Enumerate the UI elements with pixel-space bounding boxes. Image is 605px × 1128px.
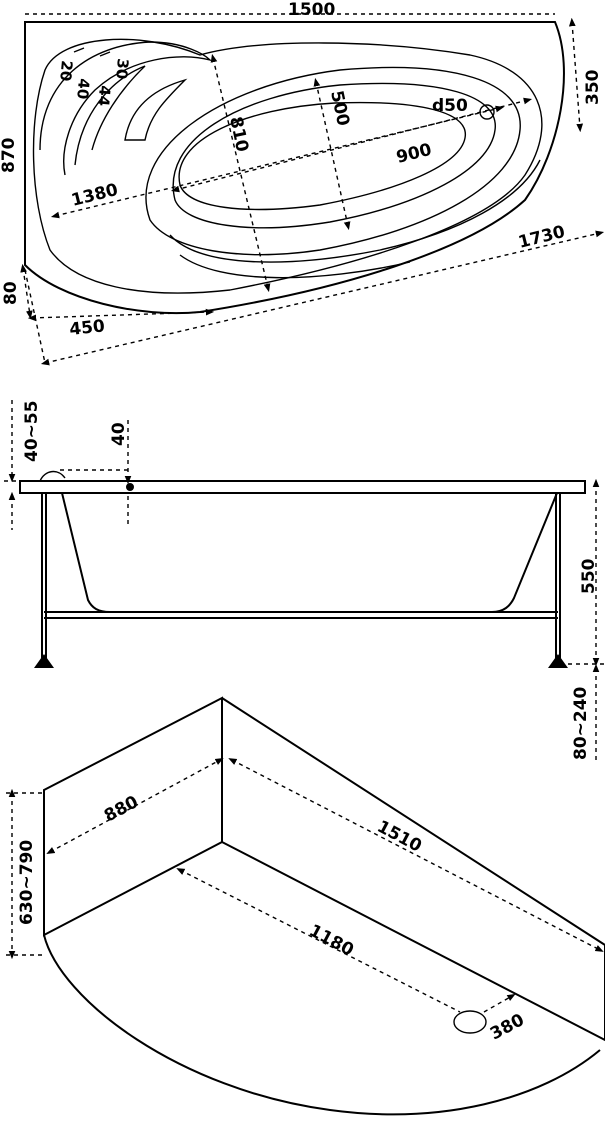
dim-870: 870 (0, 137, 19, 173)
tub-outline (24, 21, 565, 315)
iso-view: 880 1510 1180 380 630~790 (6, 696, 605, 1116)
foot-left (34, 654, 54, 668)
wall-left (43, 696, 223, 937)
iso-drain (453, 1010, 487, 1034)
dim-80-240: 80~240 (571, 686, 591, 760)
dim-880: 880 (101, 792, 142, 826)
dim-r40: 40 (73, 78, 93, 100)
wall-right (221, 697, 605, 1042)
dim-1500: 1500 (288, 0, 335, 20)
tub-rim (19, 480, 586, 494)
front-skirt-line (169, 159, 541, 263)
dim-40-55: 40~55 (22, 400, 42, 462)
dim-1730: 1730 (516, 222, 567, 253)
tub-rim-inner (32, 38, 543, 294)
dim-630-790: 630~790 (17, 840, 37, 925)
dim-r44: 44 (94, 85, 114, 107)
dim-40: 40 (109, 422, 129, 446)
backrest-contour-3 (124, 78, 188, 141)
dim-r20: 20 (56, 60, 76, 82)
dim-350: 350 (583, 69, 603, 105)
dim-450: 450 (68, 316, 106, 340)
dim-1180: 1180 (306, 921, 357, 961)
top-view: 1500 870 350 810 500 d50 900 1380 1730 8… (0, 0, 605, 366)
dim-550: 550 (579, 558, 599, 594)
dim-900: 900 (394, 140, 433, 168)
dim-r30: 30 (112, 58, 132, 80)
front-skirt-line-2 (179, 254, 411, 279)
foot-right (548, 654, 568, 668)
dim-80: 80 (1, 281, 21, 305)
dim-380: 380 (487, 1010, 528, 1044)
tub-basin (61, 492, 558, 613)
side-view: 40~55 40 550 80~240 (4, 400, 605, 760)
dim-810: 810 (225, 115, 252, 154)
floor-curve (43, 934, 601, 1116)
dim-500: 500 (326, 89, 353, 128)
dim-d50: d50 (432, 96, 468, 116)
